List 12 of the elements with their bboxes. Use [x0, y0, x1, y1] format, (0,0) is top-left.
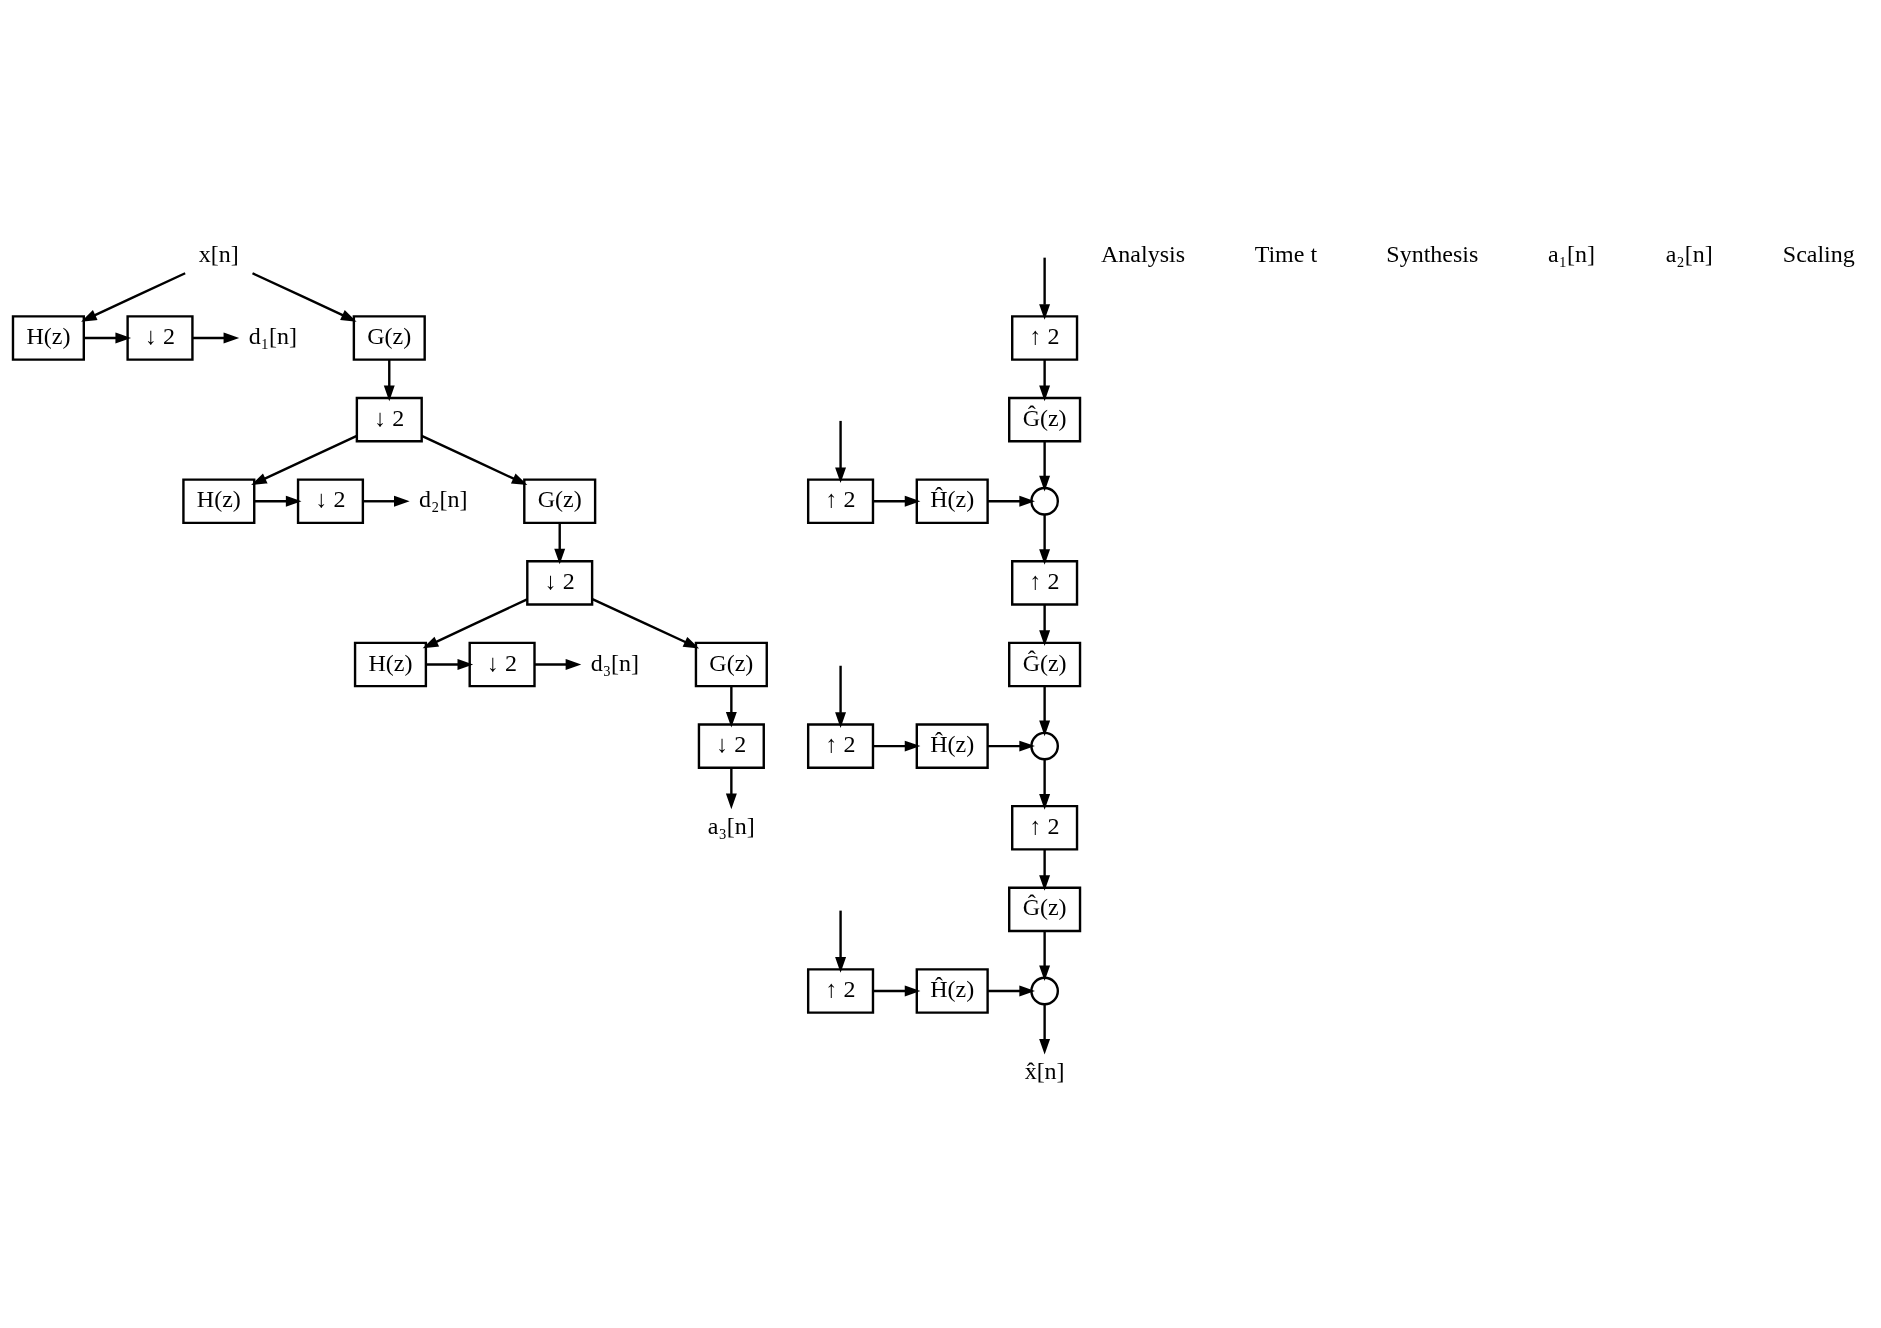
- node-text: x̂[n]: [1024, 1057, 1065, 1084]
- node-text: d₃[n]: [590, 649, 640, 675]
- node-text: d₁[n]: [248, 322, 298, 349]
- label: Synthesis: [1386, 240, 1479, 267]
- label: Analysis: [1101, 240, 1186, 267]
- label: a₂[n]: [1665, 240, 1713, 267]
- label: Scaling: [1782, 240, 1855, 267]
- label: a₁[n]: [1548, 240, 1596, 267]
- node-text: a₃[n]: [707, 812, 755, 839]
- node-text: x[n]: [198, 240, 239, 267]
- node-text: d₂[n]: [419, 485, 468, 512]
- label: Time t: [1254, 240, 1318, 267]
